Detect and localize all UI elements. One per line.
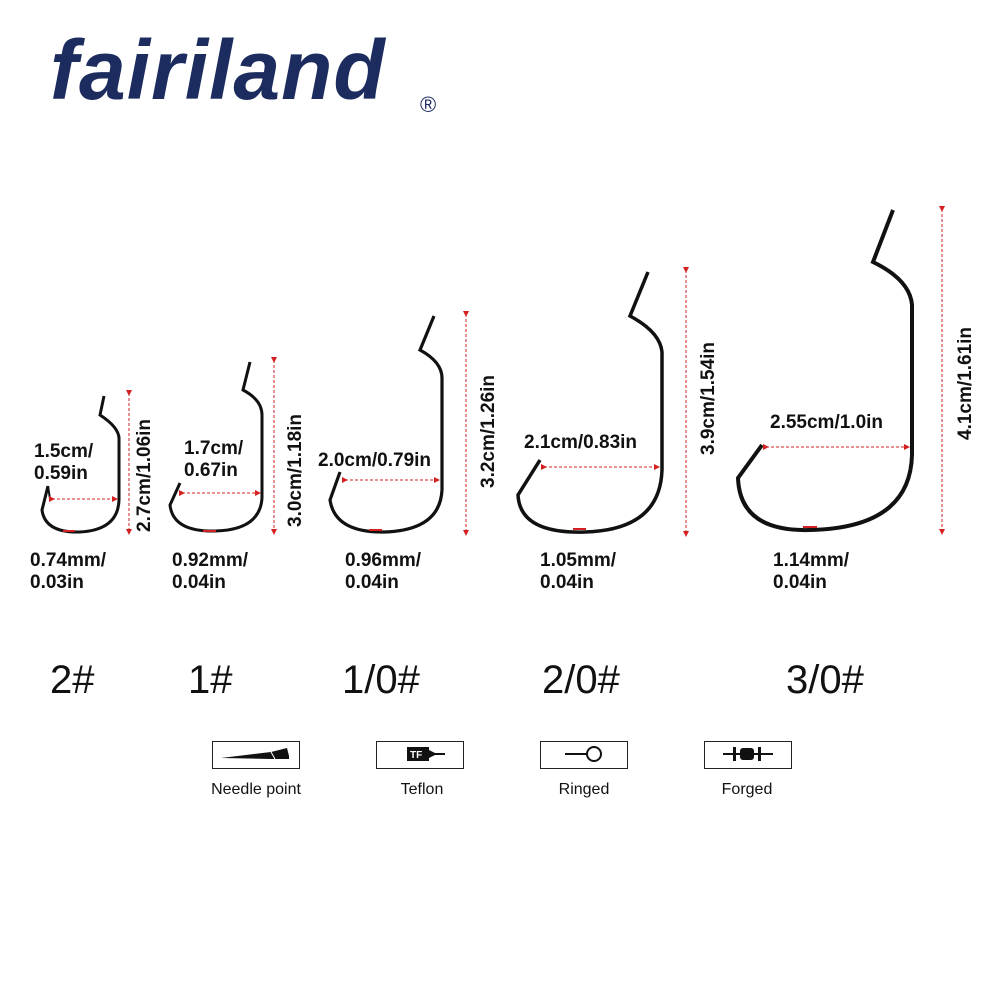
hook-3-0 — [735, 209, 914, 533]
hook-3-0-wire-label: 1.14mm/0.04in — [773, 550, 850, 593]
hook-2-0 — [516, 271, 664, 534]
hook-2-0-length-label: 3.9cm/1.54in — [698, 341, 719, 455]
hook-3-0-gap-label: 2.55cm/1.0in — [770, 412, 884, 433]
hook-2-0-wire-label: 1.05mm/0.04in — [540, 550, 617, 593]
hook-1-0-length-label: 3.2cm/1.26in — [478, 374, 499, 488]
hook-3-0-size: 3/0# — [786, 658, 864, 702]
hook-1 — [168, 361, 264, 533]
forged-shank-icon — [704, 741, 792, 769]
hook-2-size: 2# — [50, 658, 95, 702]
hook-1-0-gap-label: 2.0cm/0.79in — [318, 450, 432, 471]
svg-text:TF: TF — [410, 750, 422, 761]
hook-2-length-label: 2.7cm/1.06in — [134, 418, 155, 532]
ringed-eye-icon — [540, 741, 628, 769]
hook-1-0-size: 1/0# — [342, 658, 420, 702]
teflon-label: Teflon — [400, 781, 444, 798]
needle-point-label: Needle point — [211, 781, 301, 798]
registered-mark: ® — [420, 92, 437, 117]
brand-logo: fairiland — [50, 23, 386, 117]
hook-1-0-wire-label: 0.96mm/0.04in — [345, 550, 422, 593]
needle-point-icon — [212, 741, 300, 769]
hook-2-gap-label: 1.5cm/0.59in — [34, 441, 94, 484]
forged-label: Forged — [721, 781, 773, 798]
hook-1-length-label: 3.0cm/1.18in — [285, 413, 306, 527]
hook-2-0-size: 2/0# — [542, 658, 620, 702]
hook-1-wire-label: 0.92mm/0.04in — [172, 550, 249, 593]
hook-3-0-length-label: 4.1cm/1.61in — [955, 326, 976, 440]
hook-2-wire-label: 0.74mm/0.03in — [30, 550, 107, 593]
teflon-icon: TF — [376, 741, 464, 769]
ringed-label: Ringed — [558, 781, 610, 798]
hook-1-size: 1# — [188, 658, 233, 702]
hook-2-0-gap-label: 2.1cm/0.83in — [524, 432, 638, 453]
hook-1-0 — [328, 315, 444, 534]
hook-1-gap-label: 1.7cm/0.67in — [184, 438, 244, 481]
